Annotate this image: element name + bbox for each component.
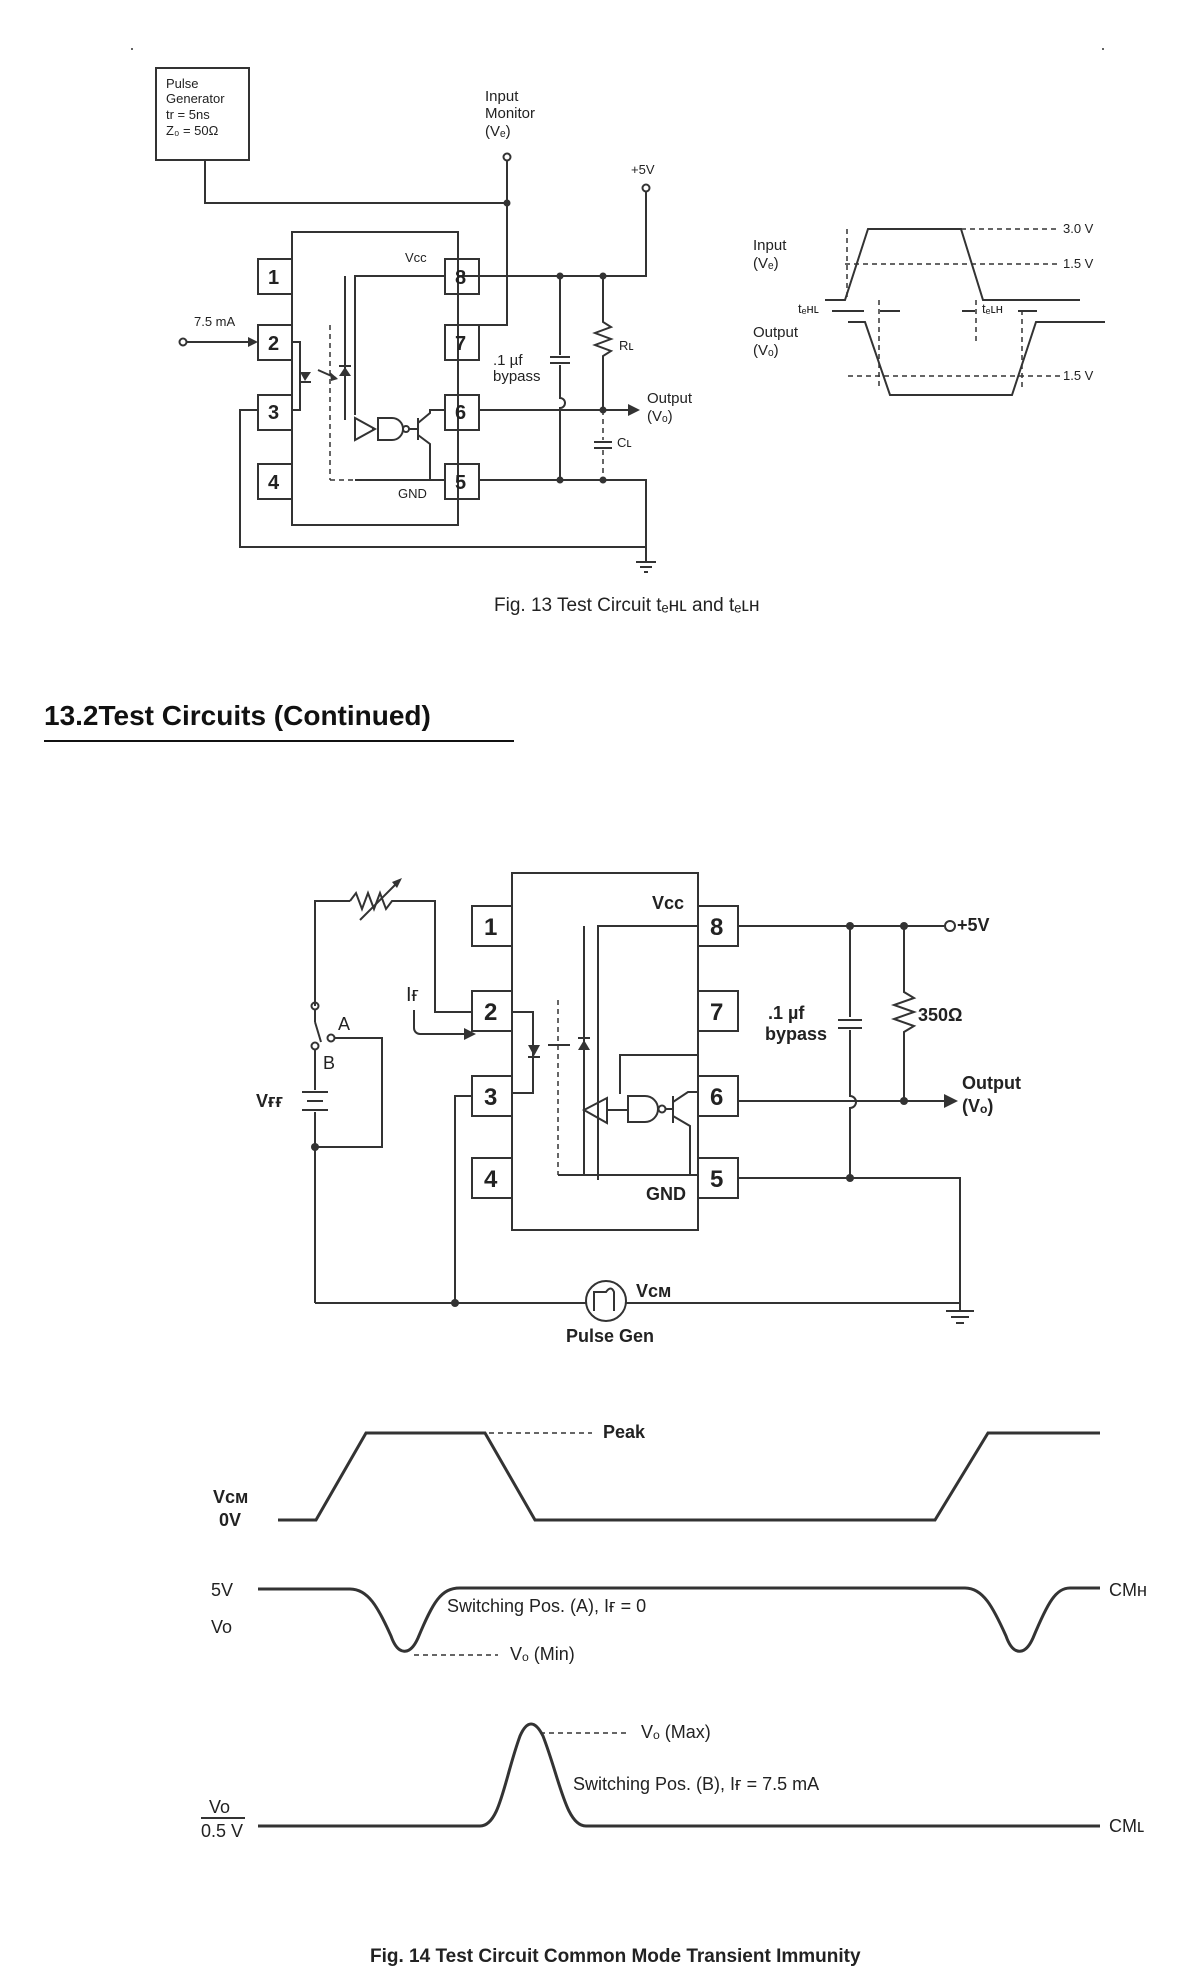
svg-text:Switching Pos. (A), Iғ = 0: Switching Pos. (A), Iғ = 0 — [447, 1596, 646, 1616]
svg-text:2: 2 — [484, 999, 497, 1026]
svg-text:Switching Pos. (B), Iғ = 7.5 m: Switching Pos. (B), Iғ = 7.5 mA — [573, 1774, 819, 1794]
svg-text:Vo: Vo — [211, 1617, 232, 1637]
svg-text:CMʜ: CMʜ — [1109, 1580, 1147, 1600]
svg-text:4: 4 — [268, 472, 280, 494]
current-label: 7.5 mA — [194, 314, 236, 329]
fig14-caption: Fig. 14 Test Circuit Common Mode Transie… — [370, 1946, 861, 1967]
svg-text:1: 1 — [268, 267, 279, 289]
svg-text:Generator: Generator — [166, 91, 225, 106]
svg-text:Pulse: Pulse — [166, 76, 199, 91]
ground-symbol-2 — [946, 1310, 974, 1324]
svg-text:Z₀ = 50Ω: Z₀ = 50Ω — [166, 123, 219, 138]
output-label-2: (Vₒ) — [647, 408, 673, 425]
svg-text:8: 8 — [455, 267, 466, 289]
r350-label: 350Ω — [918, 1005, 962, 1025]
svg-text:1.5 V: 1.5 V — [1063, 256, 1094, 271]
section-heading: 13.2Test Circuits (Continued) — [44, 700, 514, 742]
input-monitor-label: Input Monitor (Vₑ) — [485, 88, 535, 140]
pulse-gen-label: Pulse Gen — [566, 1326, 654, 1346]
svg-text:1.5 V: 1.5 V — [1063, 368, 1094, 383]
svg-text:tₑʜʟ: tₑʜʟ — [798, 301, 819, 316]
svg-text:(Vₒ): (Vₒ) — [753, 342, 779, 359]
vff-label: Vғғ — [256, 1091, 284, 1111]
bypass-label-4: bypass — [765, 1024, 827, 1044]
bypass-label-1: .1 µf — [493, 352, 523, 369]
fig13-test-circuit: Pulse Generator tr = 5ns Z₀ = 50Ω Input … — [131, 48, 1105, 616]
fig13-caption: Fig. 13 Test Circuit tₑʜʟ and tₑʟʜ — [494, 595, 760, 616]
svg-text:(Vₑ): (Vₑ) — [753, 255, 779, 272]
svg-text:7: 7 — [455, 333, 466, 355]
svg-text:tr = 5ns: tr = 5ns — [166, 107, 210, 122]
svg-text:Input: Input — [753, 237, 787, 254]
output-label-4: (Vₒ) — [962, 1096, 993, 1116]
supply-label-2: +5V — [957, 915, 990, 935]
svg-text:5V: 5V — [211, 1580, 233, 1600]
vcm-label: Vᴄᴍ — [636, 1281, 671, 1301]
fig14-waveforms: Peak Vᴄᴍ 0V 5V Vo Switching Pos. (A), Iғ… — [201, 1422, 1147, 1841]
bypass-label-2: bypass — [493, 368, 541, 385]
pulse-generator-box: Pulse Generator tr = 5ns Z₀ = 50Ω — [155, 67, 250, 161]
svg-text:Vo: Vo — [209, 1797, 230, 1817]
svg-text:6: 6 — [455, 402, 466, 424]
output-label-3: Output — [962, 1073, 1021, 1093]
svg-text:Vₒ (Min): Vₒ (Min) — [510, 1644, 575, 1664]
gnd-label: GND — [398, 486, 427, 501]
vcc-label-2: Vᴄᴄ — [652, 893, 684, 913]
supply-label: +5V — [631, 162, 655, 177]
svg-text:0V: 0V — [219, 1510, 241, 1530]
svg-text:Input: Input — [485, 88, 519, 105]
if-label: Iғ — [406, 984, 419, 1006]
rl-label: Rʟ — [619, 338, 634, 353]
vcc-label: Vᴄᴄ — [405, 250, 427, 265]
svg-text:Output: Output — [753, 324, 799, 341]
svg-text:3.0 V: 3.0 V — [1063, 221, 1094, 236]
svg-text:3: 3 — [484, 1084, 497, 1111]
svg-text:Peak: Peak — [603, 1422, 646, 1442]
optocoupler-ic-body — [291, 231, 459, 526]
svg-text:5: 5 — [455, 472, 466, 494]
svg-text:Monitor: Monitor — [485, 105, 535, 122]
fig13-timing-diagram: Input (Vₑ) Output (Vₒ) 3.0 V 1.5 V 1.5 V… — [753, 221, 1105, 396]
switch-b-label: B — [323, 1053, 335, 1073]
svg-text:6: 6 — [710, 1084, 723, 1111]
svg-text:7: 7 — [710, 999, 723, 1026]
svg-text:5: 5 — [710, 1166, 723, 1193]
svg-text:4: 4 — [484, 1166, 498, 1193]
bypass-label-3: .1 µf — [768, 1003, 805, 1023]
svg-text:(Vₑ): (Vₑ) — [485, 123, 511, 140]
output-label-1: Output — [647, 390, 693, 407]
optocoupler-ic-body-2 — [511, 872, 699, 1231]
switch-a-label: A — [338, 1014, 350, 1034]
svg-text:8: 8 — [710, 914, 723, 941]
svg-text:Vₒ (Max): Vₒ (Max) — [641, 1722, 711, 1742]
ground-symbol — [636, 561, 656, 573]
svg-text:1: 1 — [484, 914, 497, 941]
cl-label: Cʟ — [617, 435, 632, 450]
svg-text:Vᴄᴍ: Vᴄᴍ — [213, 1487, 248, 1507]
ic-pins: 1 2 3 4 5 6 7 8 — [257, 258, 480, 500]
gnd-label-2: GND — [646, 1184, 686, 1204]
svg-text:0.5 V: 0.5 V — [201, 1821, 243, 1841]
svg-text:3: 3 — [268, 402, 279, 424]
svg-text:2: 2 — [268, 333, 279, 355]
svg-text:CMʟ: CMʟ — [1109, 1816, 1144, 1836]
svg-text:tₑʟʜ: tₑʟʜ — [982, 301, 1003, 316]
